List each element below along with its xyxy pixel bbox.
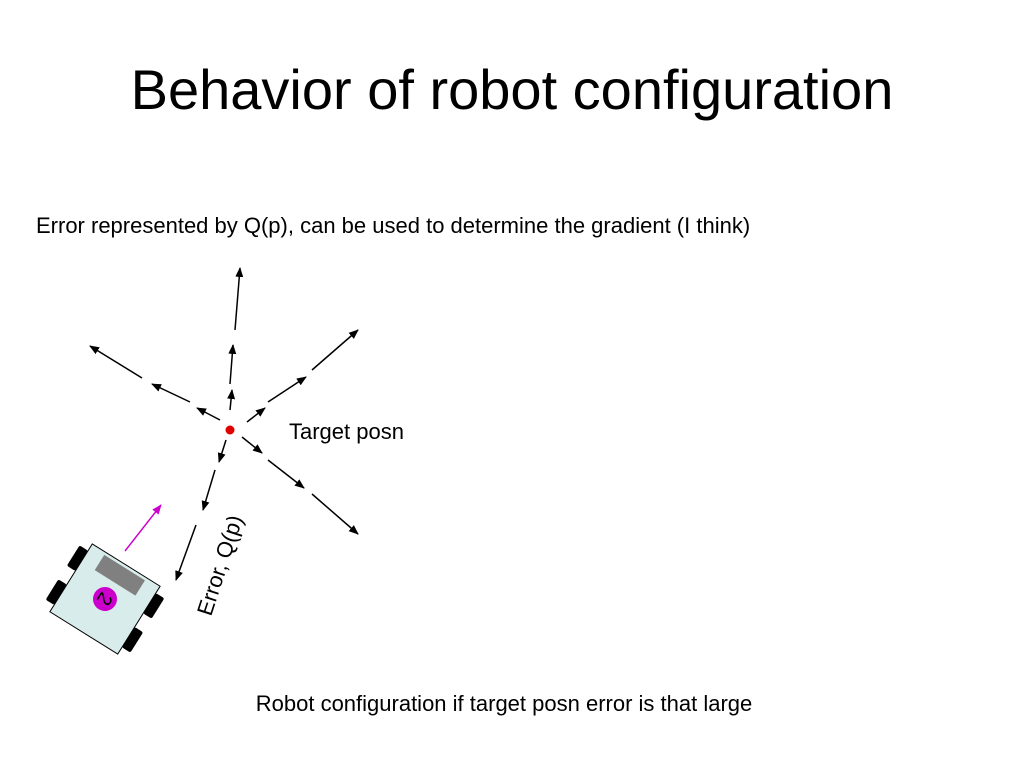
- robot-wheel: [122, 627, 143, 652]
- robot-wheel: [143, 593, 164, 618]
- robot-wheel: [46, 580, 67, 605]
- robot-wheel: [67, 546, 88, 571]
- error-label: Error, Q(p): [192, 512, 248, 619]
- gradient-ray-up-left: [89, 345, 221, 421]
- robot: 2: [46, 543, 164, 655]
- robot-heading-arrow: [124, 504, 162, 552]
- gradient-ray-up: [227, 267, 244, 411]
- slide-caption: Robot configuration if target posn error…: [255, 691, 753, 716]
- slide-subtitle: Error represented by Q(p), can be used t…: [36, 213, 751, 238]
- target-label: Target posn: [289, 419, 404, 444]
- target-point: [225, 425, 235, 435]
- gradient-ray-down-left: [175, 439, 227, 581]
- slide-title: Behavior of robot configuration: [130, 58, 894, 121]
- robot-badge: [93, 587, 117, 611]
- robot-sensor: [94, 554, 145, 596]
- gradient-ray-down-right: [241, 436, 359, 535]
- gradient-ray-up-right: [246, 329, 359, 423]
